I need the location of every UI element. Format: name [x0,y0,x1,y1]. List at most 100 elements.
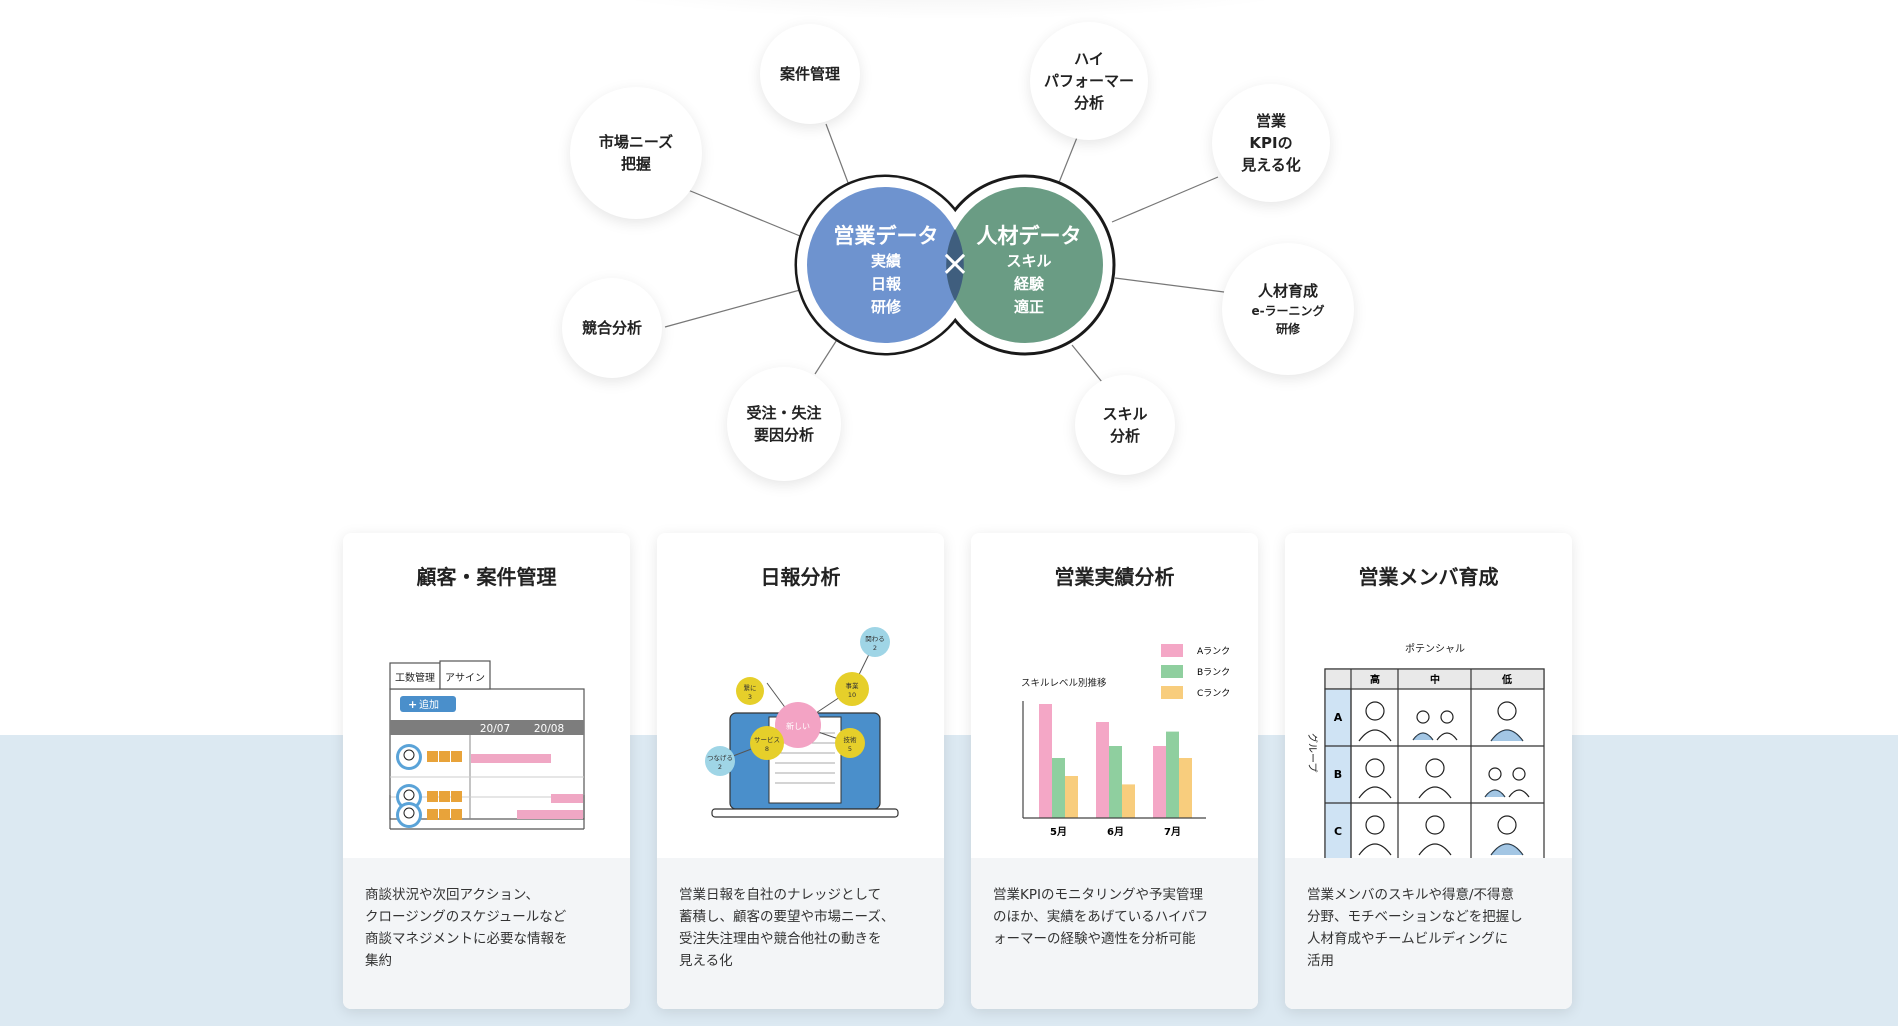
node-label: 営業 [1255,112,1286,130]
tab-kousu: 工数管理 [395,671,435,684]
bubble-count: 5 [848,745,852,753]
date-label: 20/07 [480,723,510,735]
bubble [750,726,784,760]
bar [1166,731,1179,818]
bubble-label: サービス [754,735,780,744]
legend-swatch [1161,644,1183,657]
card-title: 営業メンバ育成 [1358,565,1499,589]
node-label: KPIの [1249,134,1293,152]
bubble [736,677,764,705]
node-label: e-ラーニング [1251,304,1325,318]
hr-data-circle [947,187,1103,343]
node-label: 人材育成 [1257,282,1318,300]
row-header: B [1334,768,1342,781]
node-label: 分析 [1109,427,1140,445]
hr-data-item: スキル [1006,252,1052,270]
legend-swatch [1161,686,1183,699]
node-label: スキル [1102,405,1148,423]
card-member-development[interactable]: 営業メンバ育成 ポテンシャル グループ 高 中 低 A B C [1285,533,1572,1009]
add-button[interactable] [400,696,456,712]
bar [1179,758,1192,818]
sales-data-title: 営業データ [833,224,939,248]
node-hr-dev: 人材育成 e-ラーニング 研修 [1222,243,1354,375]
cross-icon: × [939,243,971,284]
row-header: C [1334,825,1342,838]
background-band [0,735,1898,1026]
card-title: 顧客・案件管理 [416,565,557,589]
node-label: 要因分析 [753,426,814,444]
bar [1096,722,1109,818]
bar [1122,784,1135,818]
daily-report-illustration: 新しい 関わる 2 事業 10 繋に 3 サービス 8 技術 5 つなげる 2 [705,627,899,818]
tab-assign: アサイン [445,672,485,684]
node-anken: 案件管理 [760,24,860,124]
node-label: 把握 [620,155,651,173]
bar [1153,746,1166,818]
node-market: 市場ニーズ 把握 [570,87,702,219]
card-customer-management[interactable]: 顧客・案件管理 工数管理 アサイン + 追加 20/07 20/08 [343,533,630,1009]
col-header: 中 [1430,673,1440,686]
bubble-count: 3 [748,693,752,701]
card-description: 営業日報を自社のナレッジとして 蓄積し、顧客の要望や市場ニーズ、 受注失注理由や… [657,858,944,1009]
bubble [860,627,890,657]
legend-label: Aランク [1197,646,1230,657]
card-daily-report[interactable]: 日報分析 新しい 関わる 2 事業 10 繋に 3 サービス 8 技術 5 [657,533,944,1009]
card-title: 営業実績分析 [1054,565,1175,589]
chart-legend: Aランク Bランク Cランク [1161,644,1230,699]
node-label: パフォーマー [1043,72,1134,90]
hub-venn [794,174,1116,356]
bubble-count: 10 [848,691,856,699]
node-label: 見える化 [1241,156,1301,174]
node-label: 分析 [1073,94,1104,112]
bubble [835,672,869,706]
bubble-label: つなげる [707,753,733,762]
col-header: 低 [1501,673,1512,686]
card-description: 営業メンバのスキルや得意/不得意 分野、モチベーションなどを把握し 人材育成やチ… [1285,858,1572,1009]
x-tick-label: 7月 [1164,826,1181,838]
legend-label: Bランク [1197,667,1230,678]
bar [1065,776,1078,818]
node-label: 受注・失注 [746,404,822,422]
node-win-loss: 受注・失注 要因分析 [727,367,841,481]
potential-label: ポテンシャル [1405,643,1465,655]
col-header: 高 [1370,673,1380,686]
bubble-count: 2 [873,644,877,652]
bubble-label: 新しい [786,721,810,731]
card-description: 商談状況や次回アクション、 クロージングのスケジュールなど 商談マネジメントに必… [343,858,630,1009]
bubble-label: 技術 [844,735,858,744]
sales-data-item: 実績 [870,252,901,270]
node-skill: スキル 分析 [1075,375,1175,475]
person-icons [1358,701,1530,856]
bubble [705,746,735,776]
bubble [835,728,865,758]
node-label: 研修 [1275,322,1300,336]
connector-lines [664,123,1225,383]
chart-title: スキルレベル別推移 [1021,677,1107,689]
node-label: ハイ [1074,50,1104,68]
laptop-base [711,808,899,818]
potential-matrix-illustration: ポテンシャル グループ 高 中 低 A B C [1306,643,1545,858]
row-header: A [1334,711,1343,724]
node-competitor: 競合分析 [562,278,662,378]
x-tick-label: 5月 [1050,826,1067,838]
add-label: 追加 [419,698,439,711]
hr-data-item: 経験 [1013,275,1044,293]
card-title: 日報分析 [760,565,841,589]
bar [1109,746,1122,818]
group-label: グループ [1306,733,1319,772]
hr-data-items: スキル 経験 適正 [949,250,1109,319]
node-label: 案件管理 [779,65,840,83]
bar [1039,704,1052,818]
hr-data-title: 人材データ [976,224,1082,248]
legend-label: Cランク [1197,688,1230,699]
bubble-label: 事業 [846,681,860,690]
legend-swatch [1161,665,1183,678]
member-row-1 [396,744,551,770]
chart-bars [1039,704,1192,818]
node-label: 市場ニーズ [598,133,674,151]
date-label: 20/08 [534,723,564,735]
bubble-label: 関わる [865,635,885,643]
